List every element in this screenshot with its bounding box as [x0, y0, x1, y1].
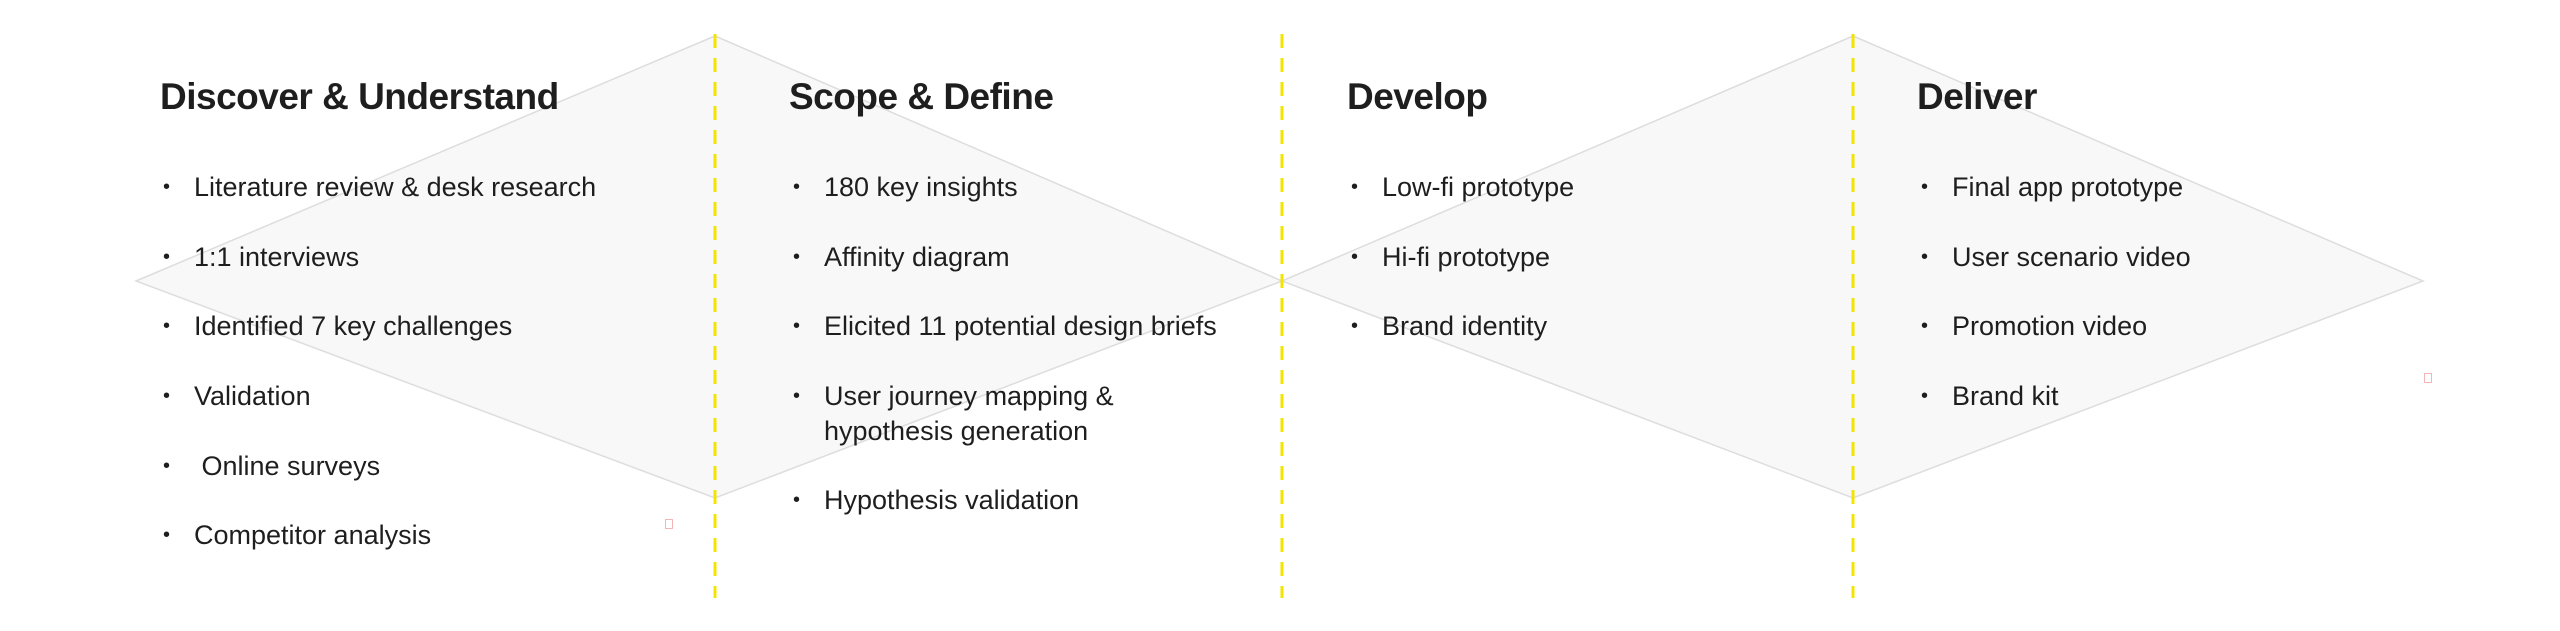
- bullet-icon: •: [1921, 176, 1929, 198]
- bullet-icon: •: [163, 315, 171, 337]
- phase-title: Scope & Define: [789, 76, 1054, 117]
- bullet-icon: •: [1921, 246, 1929, 268]
- bullet-icon: •: [1921, 315, 1929, 337]
- bullet-icon: •: [793, 246, 801, 268]
- bullet-icon: •: [1351, 315, 1359, 337]
- phase-title: Discover & Understand: [160, 76, 559, 117]
- bullet-icon: •: [163, 524, 171, 546]
- bullet-icon: •: [163, 176, 171, 198]
- bullet-icon: •: [793, 489, 801, 511]
- bullet-icon: •: [1351, 176, 1359, 198]
- bullet-icon: •: [793, 315, 801, 337]
- bullet-icon: •: [1921, 385, 1929, 407]
- phase-title: Develop: [1347, 76, 1488, 117]
- anchor-marker-icon: [665, 519, 673, 529]
- bullet-icon: •: [793, 176, 801, 198]
- bullet-icon: •: [163, 455, 171, 477]
- phase-title: Deliver: [1917, 76, 2037, 117]
- bullet-icon: •: [793, 385, 801, 407]
- bullet-icon: •: [163, 246, 171, 268]
- anchor-marker-icon: [2424, 373, 2432, 383]
- bullet-icon: •: [1351, 246, 1359, 268]
- diamond-solution: [1279, 35, 2425, 499]
- bullet-icon: •: [163, 385, 171, 407]
